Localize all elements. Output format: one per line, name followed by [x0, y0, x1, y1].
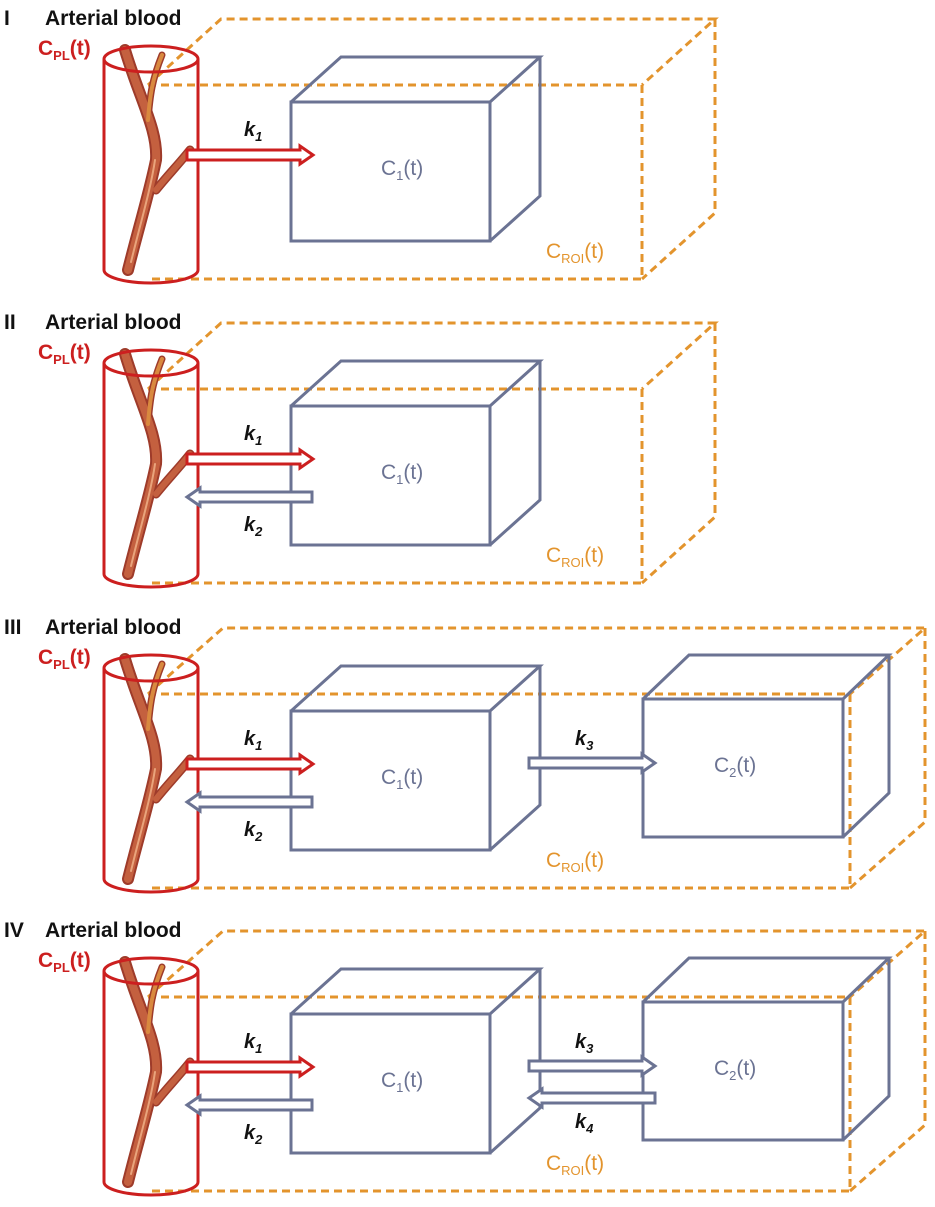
k3-arrow — [527, 751, 658, 775]
compartment-1-label: C1(t) — [381, 157, 423, 183]
k2-arrow — [184, 485, 314, 509]
panel-title: Arterial blood — [45, 311, 182, 334]
arterial-blood-cylinder — [102, 44, 200, 285]
arterial-blood-cylinder — [102, 956, 200, 1197]
k1-arrow — [185, 143, 316, 167]
blood-vessel-illustration — [119, 44, 195, 276]
roi-dashed-box — [146, 321, 719, 585]
panel-title: Arterial blood — [45, 919, 182, 942]
compartment-box-1 — [289, 55, 544, 243]
k3-label: k3 — [575, 1031, 594, 1056]
compartment-2-label: C2(t) — [714, 754, 756, 780]
plasma-concentration-label: CPL(t) — [38, 949, 91, 975]
k2-arrow — [184, 790, 314, 814]
k1-label: k1 — [244, 728, 262, 753]
compartment-1-label: C1(t) — [381, 766, 423, 792]
blood-vessel-illustration — [119, 956, 195, 1188]
k2-label: k2 — [244, 514, 263, 539]
blood-vessel-illustration — [119, 348, 195, 580]
roi-concentration-label: CROI(t) — [546, 1152, 604, 1178]
compartment-2-label: C2(t) — [714, 1057, 756, 1083]
roi-dashed-box — [146, 17, 719, 281]
k1-arrow — [185, 752, 316, 776]
arterial-blood-cylinder — [102, 653, 200, 894]
k1-arrow — [185, 1055, 316, 1079]
panel-numeral: II — [4, 311, 16, 334]
plasma-concentration-label: CPL(t) — [38, 37, 91, 63]
k1-label: k1 — [244, 423, 262, 448]
compartment-1-label: C1(t) — [381, 1069, 423, 1095]
k2-arrow — [184, 1093, 314, 1117]
panel-numeral: I — [4, 7, 10, 30]
panel-title: Arterial blood — [45, 616, 182, 639]
roi-concentration-label: CROI(t) — [546, 849, 604, 875]
compartment-box-2 — [641, 653, 893, 839]
k3-arrow — [527, 1054, 658, 1078]
k1-label: k1 — [244, 119, 262, 144]
roi-concentration-label: CROI(t) — [546, 544, 604, 570]
blood-vessel-illustration — [119, 653, 195, 885]
k4-label: k4 — [575, 1111, 594, 1136]
roi-concentration-label: CROI(t) — [546, 240, 604, 266]
compartment-1-label: C1(t) — [381, 461, 423, 487]
plasma-concentration-label: CPL(t) — [38, 341, 91, 367]
plasma-concentration-label: CPL(t) — [38, 646, 91, 672]
k1-arrow — [185, 447, 316, 471]
compartment-box-1 — [289, 967, 544, 1155]
compartment-box-1 — [289, 359, 544, 547]
panel-numeral: III — [4, 616, 22, 639]
k4-arrow — [526, 1086, 657, 1110]
k3-label: k3 — [575, 728, 594, 753]
k2-label: k2 — [244, 1122, 263, 1147]
k2-label: k2 — [244, 819, 263, 844]
panel-numeral: IV — [4, 919, 24, 942]
k1-label: k1 — [244, 1031, 262, 1056]
compartment-box-2 — [641, 956, 893, 1142]
panel-title: Arterial blood — [45, 7, 182, 30]
arterial-blood-cylinder — [102, 348, 200, 589]
compartment-box-1 — [289, 664, 544, 852]
